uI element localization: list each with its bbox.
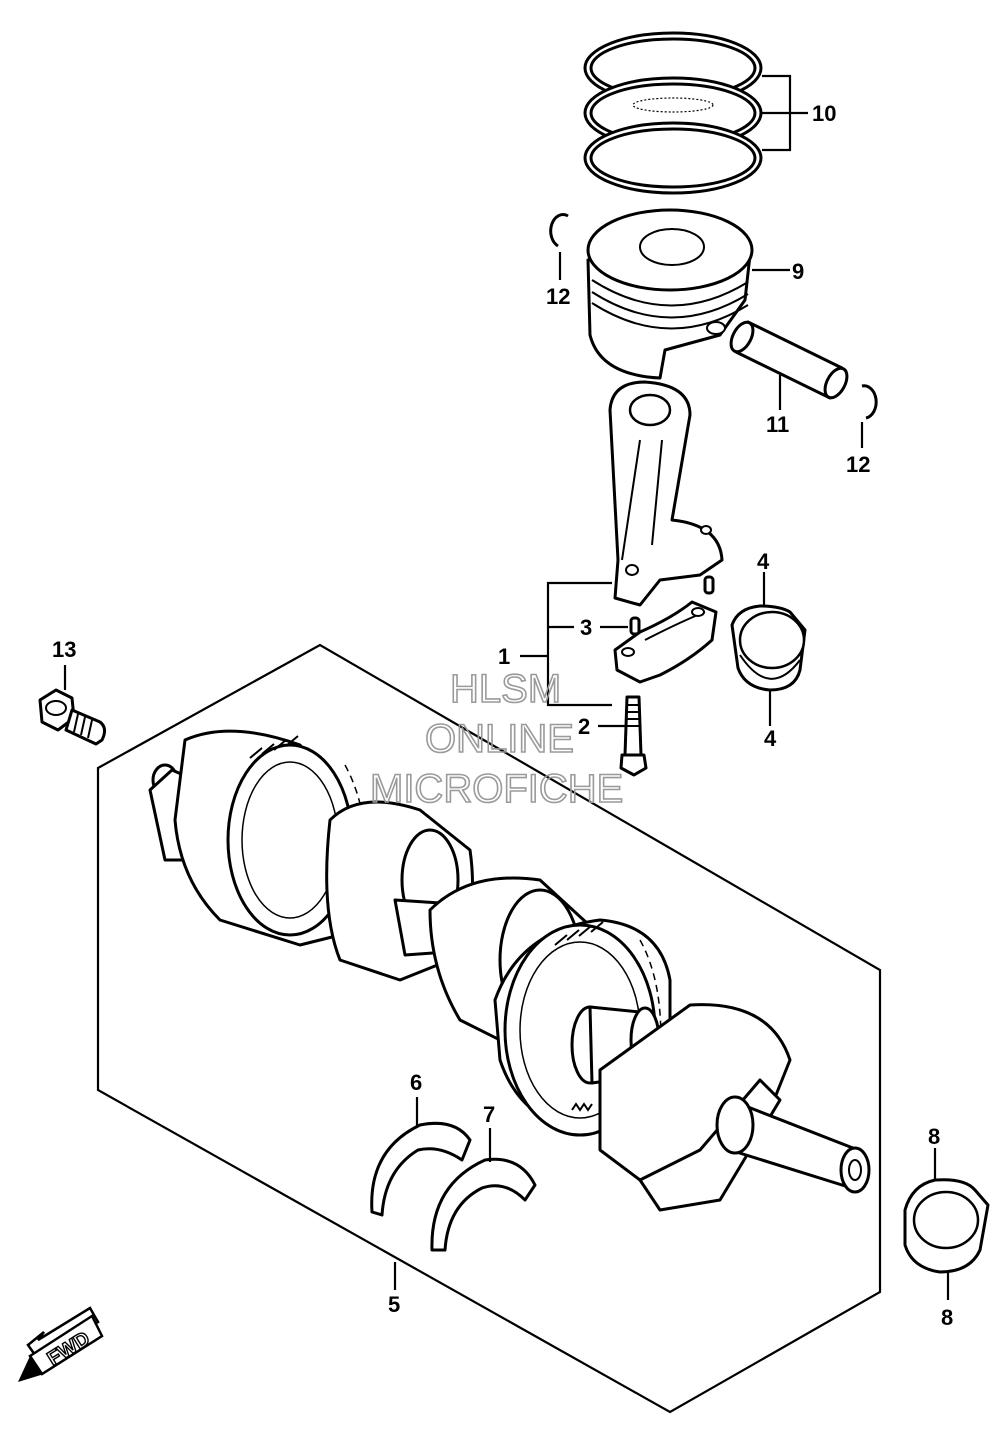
circlip-lower[interactable] [861, 384, 878, 420]
callout-2: 2 [578, 714, 590, 739]
callout-1: 1 [498, 644, 510, 669]
callout-3: 3 [580, 615, 592, 640]
callout-4-lower: 4 [764, 726, 777, 751]
callout-10: 10 [812, 101, 836, 126]
callout-5: 5 [388, 1292, 400, 1317]
callout-7: 7 [483, 1102, 495, 1127]
callout-13: 13 [52, 637, 76, 662]
dowel-pin-lower[interactable] [629, 616, 641, 636]
fwd-arrow-icon [18, 1306, 104, 1382]
callout-12-upper: 12 [546, 284, 570, 309]
piston[interactable] [586, 208, 754, 380]
watermark-line-3: MICROFICHE [370, 767, 623, 811]
callout-6: 6 [410, 1070, 422, 1095]
connecting-rod-bolt[interactable] [619, 695, 648, 777]
callout-11: 11 [766, 412, 789, 437]
dowel-pin-upper[interactable] [703, 575, 715, 595]
leader-1 [546, 581, 612, 707]
crankshaft[interactable] [148, 729, 871, 1212]
callout-9: 9 [792, 259, 804, 284]
piston-rings[interactable] [583, 31, 763, 195]
circlip-upper[interactable] [549, 213, 569, 248]
callout-8-upper: 8 [928, 1124, 940, 1149]
thrust-washer-6[interactable] [370, 1121, 472, 1217]
crankshaft-group-outline [96, 643, 882, 1414]
thrust-washer-7[interactable] [430, 1157, 537, 1252]
rod-bearing[interactable] [730, 604, 807, 692]
connecting-rod-cap[interactable] [613, 600, 718, 684]
watermark-line-1: HLSM [450, 667, 561, 711]
watermark-line-2: ONLINE [425, 717, 574, 761]
callout-12-lower: 12 [846, 452, 870, 477]
flange-bolt[interactable] [38, 688, 107, 746]
callout-8-lower: 8 [941, 1305, 953, 1330]
connecting-rod[interactable] [608, 380, 724, 607]
callout-4-upper: 4 [757, 549, 770, 574]
piston-pin[interactable] [727, 319, 852, 402]
main-bearing[interactable] [903, 1178, 990, 1274]
